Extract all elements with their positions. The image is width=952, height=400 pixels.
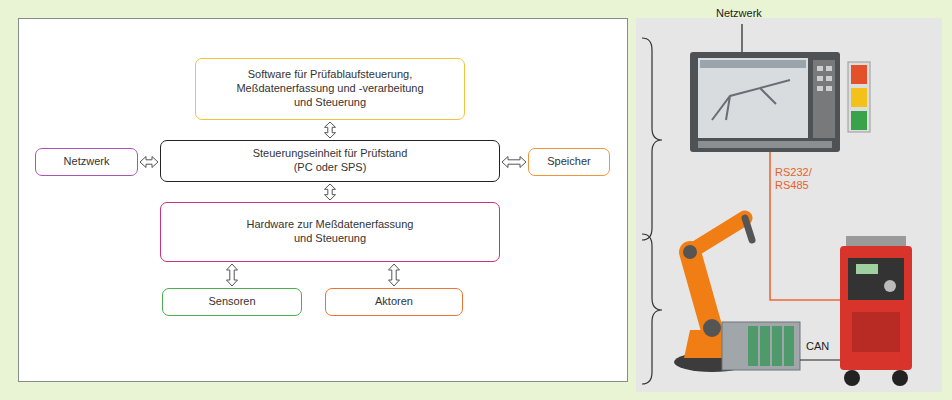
- text-wrap: Steuerungseinheit für Prüfstand (PC oder…: [244, 147, 416, 175]
- bus-label: CAN: [806, 340, 829, 353]
- serial-wire: [770, 152, 840, 300]
- double-arrow: [502, 157, 526, 168]
- plc-rack: [722, 322, 800, 370]
- box-text: Speicher: [547, 155, 590, 169]
- curly-brace: [642, 38, 662, 240]
- plc-module: [784, 326, 794, 366]
- box-text: Hardware zur Meßdatenerfassung und Steue…: [245, 218, 415, 246]
- double-arrow: [325, 122, 336, 138]
- double-arrow: [140, 157, 158, 168]
- text-wrap: Aktoren: [375, 295, 413, 309]
- process-box: Aktoren: [325, 288, 463, 316]
- welder-front: [852, 312, 900, 352]
- text-wrap: Speicher: [547, 155, 590, 169]
- process-box: Steuerungseinheit für Prüfstand (PC oder…: [160, 140, 500, 182]
- welder-body: [840, 246, 912, 370]
- green-light: [851, 111, 867, 130]
- yellow-light: [851, 88, 867, 107]
- process-box: Hardware zur Meßdatenerfassung und Steue…: [160, 202, 500, 262]
- button: [826, 66, 832, 71]
- process-box: Speicher: [528, 148, 610, 176]
- monitor-keys: [698, 141, 832, 148]
- robot-wrist: [745, 218, 752, 240]
- bus-label: RS232/ RS485: [775, 166, 821, 192]
- screen-bar: [700, 60, 806, 68]
- robot-joint: [683, 245, 697, 259]
- welder-panel: [848, 258, 904, 300]
- box-text: Steuerungseinheit für Prüfstand (PC oder…: [244, 147, 416, 175]
- robot-upper-arm: [690, 218, 745, 252]
- plc-module: [748, 326, 758, 366]
- signal-tower: [848, 62, 870, 132]
- process-box: Software für Prüfablaufsteuerung, Meßdat…: [195, 58, 465, 120]
- text-wrap: Hardware zur Meßdatenerfassung und Steue…: [245, 218, 415, 246]
- red-light: [851, 65, 867, 84]
- text-wrap: Sensoren: [208, 295, 255, 309]
- welder-knob: [884, 280, 896, 292]
- plc-module: [760, 326, 770, 366]
- network-label: Netzwerk: [716, 7, 762, 20]
- button: [817, 86, 823, 91]
- double-arrow: [389, 264, 400, 286]
- wheel: [844, 370, 860, 386]
- box-text: Netzwerk: [64, 155, 110, 169]
- welder-display: [856, 264, 878, 274]
- box-text: Software für Prüfablaufsteuerung, Meßdat…: [228, 68, 433, 109]
- monitor-screen: [698, 58, 808, 138]
- button: [817, 76, 823, 81]
- curly-brace: [642, 234, 662, 384]
- box-text: Aktoren: [375, 295, 413, 309]
- monitor-bezel: [690, 52, 840, 152]
- button-panel: [813, 60, 835, 138]
- box-text: Sensoren: [208, 295, 255, 309]
- text-wrap: Netzwerk: [64, 155, 110, 169]
- screen-sketch: [712, 80, 790, 120]
- can-wire: [800, 359, 840, 360]
- robot-motor: [703, 319, 721, 337]
- process-box: Sensoren: [162, 288, 302, 316]
- double-arrow: [227, 264, 238, 286]
- wheel: [892, 370, 908, 386]
- button: [826, 86, 832, 91]
- text-wrap: Software für Prüfablaufsteuerung, Meßdat…: [228, 68, 433, 109]
- welder-handle: [846, 236, 906, 246]
- double-arrow: [325, 184, 336, 200]
- robot-lower-arm: [690, 252, 712, 330]
- process-box: Netzwerk: [35, 148, 138, 176]
- button: [817, 66, 823, 71]
- plc-module: [772, 326, 782, 366]
- network-wire: [741, 24, 742, 52]
- button: [826, 76, 832, 81]
